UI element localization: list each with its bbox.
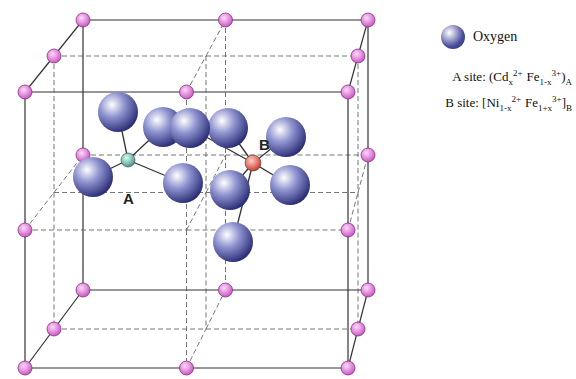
formula-part: 1+x — [538, 103, 552, 113]
lattice-ion — [351, 49, 365, 63]
formula-part: A site: (Cd — [452, 69, 508, 84]
lattice-ion — [219, 283, 233, 297]
site-atoms — [121, 153, 261, 171]
lattice-ion — [47, 49, 61, 63]
lattice-line — [82, 20, 83, 155]
formula-part: 1-x — [499, 103, 511, 113]
formula-part: ) — [561, 69, 565, 84]
lattice-ion — [180, 361, 194, 375]
cation-atom — [121, 153, 135, 167]
lattice-ion — [341, 223, 355, 237]
lattice-line — [24, 230, 25, 368]
lattice-ion — [361, 13, 375, 27]
formula-part: 1-x — [540, 77, 552, 87]
lattice-ion — [361, 283, 375, 297]
site-formula: B site: [Ni1-x2+ Fe1+x3+]B — [445, 89, 572, 118]
lattice-line — [186, 230, 187, 368]
lattice-line — [54, 56, 55, 193]
lattice-line — [54, 329, 206, 330]
lattice-line — [358, 193, 359, 330]
lattice-ion — [180, 85, 194, 99]
legend-label: Oxygen — [473, 29, 517, 45]
lattice-line — [187, 367, 349, 368]
lattice-line — [54, 193, 55, 330]
oxygen-atom — [266, 117, 306, 157]
lattice-line — [206, 329, 358, 330]
cube-lattice — [18, 13, 375, 375]
lattice-ion — [341, 85, 355, 99]
lattice-line — [83, 155, 226, 156]
site-label: A — [123, 190, 134, 207]
formula-part: ] — [562, 95, 566, 110]
lattice-ion — [361, 148, 375, 162]
lattice-ion — [76, 283, 90, 297]
lattice-line — [347, 230, 348, 368]
lattice-ion — [18, 361, 32, 375]
lattice-line — [25, 230, 187, 231]
lattice-line — [206, 193, 207, 330]
oxygen-atom — [270, 165, 310, 205]
oxygen-atom — [210, 170, 250, 210]
formula-part: Fe — [525, 95, 538, 110]
lattice-line — [54, 56, 206, 57]
oxygen-atom — [73, 157, 113, 197]
oxygen-atom — [163, 163, 203, 203]
site-label: B — [259, 136, 270, 153]
lattice-line — [25, 367, 187, 368]
lattice-line — [367, 155, 368, 290]
formula-part: 2+ — [513, 68, 523, 78]
formula-part: Fe — [527, 69, 540, 84]
lattice-line — [347, 92, 348, 230]
formula-part: 2+ — [511, 94, 521, 104]
oxygen-atom — [208, 108, 248, 148]
lattice-ion — [47, 322, 61, 336]
lattice-line — [187, 91, 349, 92]
lattice-ion — [351, 322, 365, 336]
lattice-line — [367, 20, 368, 155]
formula-part: B — [566, 103, 572, 113]
formula-part: 3+ — [552, 68, 562, 78]
oxygen-atom — [170, 108, 210, 148]
lattice-ion — [341, 361, 355, 375]
lattice-ion — [18, 223, 32, 237]
lattice-line — [187, 230, 349, 231]
lattice-line — [83, 289, 226, 290]
site-formula: A site: (Cdx2+ Fe1-x3+)A — [452, 63, 572, 92]
formula-part: B site: [Ni — [445, 95, 499, 110]
lattice-ion — [219, 13, 233, 27]
legend-swatch — [441, 25, 465, 49]
lattice-line — [25, 91, 187, 92]
legend-entry: Oxygen — [441, 25, 517, 49]
cation-atom — [245, 155, 261, 171]
lattice-line — [24, 92, 25, 230]
oxygen-spheres — [73, 92, 310, 262]
formula-part: A — [566, 77, 573, 87]
lattice-line — [358, 56, 359, 193]
oxygen-atom — [98, 92, 138, 132]
lattice-line — [226, 289, 369, 290]
formula-part: x — [509, 77, 514, 87]
lattice-line — [206, 56, 358, 57]
lattice-ion — [18, 85, 32, 99]
lattice-line — [226, 19, 369, 20]
lattice-ion — [76, 13, 90, 27]
oxygen-atom — [213, 222, 253, 262]
lattice-line — [83, 19, 226, 20]
formula-part: 3+ — [552, 94, 562, 104]
